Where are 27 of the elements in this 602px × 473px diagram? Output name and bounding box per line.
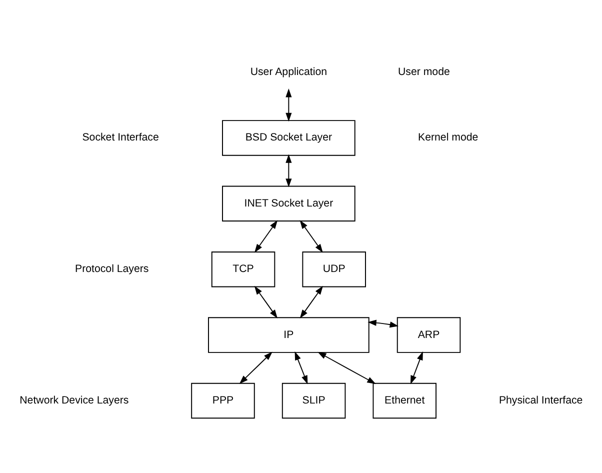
node-box: PPP (191, 382, 255, 419)
arrow (294, 351, 308, 384)
node-box: ARP (396, 317, 461, 353)
arrow (239, 352, 272, 384)
node-box: UDP (302, 251, 366, 288)
node-box: SLIP (282, 382, 346, 419)
node-box: BSD Socket Layer (222, 120, 356, 156)
node-text: User Application (250, 66, 328, 78)
label: Socket Interface (82, 132, 159, 144)
node-box: IP (208, 317, 370, 353)
label: User mode (398, 66, 450, 78)
arrow (318, 352, 376, 384)
node-box: Ethernet (372, 382, 436, 419)
node-box: TCP (211, 251, 276, 288)
arrow (286, 154, 292, 188)
arrow (286, 88, 292, 122)
label: Physical Interface (498, 394, 583, 406)
arrow (368, 320, 399, 328)
label: Network Device Layers (20, 394, 129, 406)
arrow (300, 286, 323, 318)
arrow (300, 220, 323, 253)
label: Kernel mode (418, 132, 478, 144)
node-box: INET Socket Layer (222, 186, 356, 222)
arrow (410, 351, 423, 384)
arrow (254, 286, 278, 318)
label: Protocol Layers (75, 263, 149, 276)
arrow (254, 220, 278, 253)
